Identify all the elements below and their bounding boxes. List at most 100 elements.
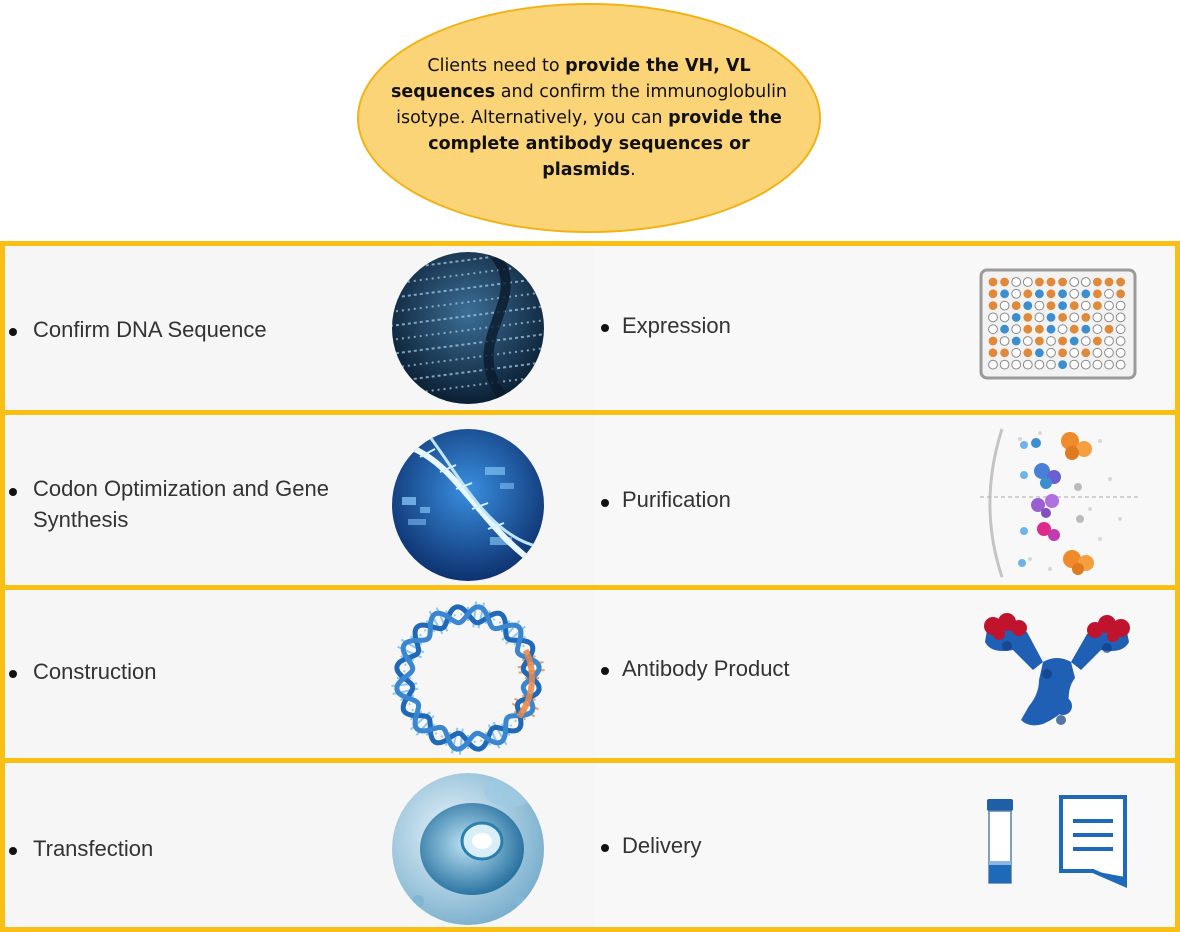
- callout-text: Clients need to provide the VH, VL seque…: [389, 53, 789, 183]
- plate-well: [1069, 324, 1079, 334]
- plate-well: [1069, 336, 1079, 346]
- plate-well: [1104, 288, 1114, 299]
- workflow-row-1: Confirm DNA Sequence: [0, 241, 1180, 415]
- cell-transfection-icon: [392, 773, 544, 925]
- plate-well: [1046, 324, 1056, 334]
- step-delivery: Delivery: [622, 833, 702, 858]
- plate-well: [1034, 312, 1045, 323]
- plate-well: [1023, 301, 1033, 310]
- plasmid-base-pair: [492, 618, 496, 621]
- plate-well: [988, 289, 998, 299]
- plate-well: [1080, 300, 1091, 311]
- plate-well: [1011, 277, 1022, 287]
- workflow-row-3: Construction Antibody Product: [0, 585, 1180, 763]
- plate-well: [1115, 312, 1126, 323]
- plasmid-ring-icon: [391, 601, 545, 755]
- step-confirm-dna-sequence: Confirm DNA Sequence: [33, 317, 267, 342]
- plate-well: [1011, 313, 1021, 322]
- plate-well: [1115, 347, 1126, 358]
- plate-well: [988, 348, 998, 358]
- plasmid-base-pair: [498, 621, 502, 624]
- plate-well: [1116, 289, 1125, 299]
- plate-well: [1058, 277, 1067, 287]
- plate-well: [1080, 359, 1091, 370]
- step-transfection: Transfection: [33, 836, 154, 861]
- plasmid-base-pair: [408, 702, 411, 706]
- plate-well: [1011, 359, 1022, 370]
- bullet: [601, 667, 609, 675]
- plate-well: [1023, 324, 1033, 334]
- plate-well: [1115, 324, 1126, 335]
- plate-well: [1104, 277, 1114, 287]
- plate-well: [1035, 324, 1044, 334]
- plate-well: [1057, 324, 1068, 335]
- plate-well: [1069, 301, 1079, 310]
- plasmid-base-pair: [509, 724, 513, 727]
- plate-well: [1035, 348, 1044, 358]
- plate-well: [1081, 289, 1091, 299]
- plate-well: [1000, 289, 1009, 299]
- plate-well: [1104, 347, 1114, 358]
- step-antibody-product: Antibody Product: [622, 656, 790, 681]
- right-panel: [595, 590, 1175, 758]
- plate-well: [999, 359, 1010, 370]
- plate-well: [1023, 289, 1033, 299]
- plate-well: [1023, 313, 1033, 322]
- plate-well: [1046, 359, 1056, 370]
- plate-well: [1058, 360, 1067, 369]
- plate-well: [1081, 313, 1091, 322]
- plate-well: [1115, 300, 1126, 311]
- plate-well: [1022, 336, 1033, 346]
- plate-well: [1116, 277, 1125, 287]
- plate-well: [1104, 336, 1114, 346]
- plate-well: [988, 359, 998, 370]
- plate-well: [1000, 277, 1009, 287]
- plate-well: [1069, 347, 1080, 358]
- plate-well: [1035, 277, 1044, 287]
- plate-well: [1092, 359, 1103, 370]
- plate-well: [1034, 359, 1045, 370]
- plate-well: [988, 336, 998, 346]
- plate-well: [1069, 277, 1080, 287]
- plate-well: [1000, 324, 1009, 334]
- callout-bold-vh-vl: provide the VH, VL sequences: [390, 56, 751, 102]
- callout-text-part: and confirm the immunoglobulin isotype. …: [396, 82, 788, 128]
- plate-well: [1022, 277, 1033, 287]
- plate-well: [999, 336, 1010, 346]
- plate-well: [1011, 301, 1021, 310]
- plate-well: [1104, 359, 1114, 370]
- bullet: [9, 847, 17, 855]
- step-construction: Construction: [33, 659, 157, 684]
- step-expression: Expression: [622, 313, 731, 338]
- plate-well: [1046, 277, 1056, 287]
- plate-well: [1093, 277, 1102, 287]
- step-codon-optimization-line2: Synthesis: [33, 507, 129, 532]
- vial-and-document-icon: [987, 795, 1127, 889]
- plate-well: [1092, 312, 1103, 323]
- plate-well: [1058, 313, 1067, 322]
- plate-well: [1011, 288, 1022, 299]
- plate-well: [1046, 301, 1056, 310]
- workflow-row-4: Transfection: [0, 758, 1180, 932]
- plate-well: [1081, 348, 1091, 358]
- plate-well: [1023, 348, 1033, 358]
- plate-well: [1115, 336, 1126, 346]
- callout-text-part: Clients need to: [427, 56, 566, 76]
- callout-text-part: .: [630, 160, 636, 180]
- bullet: [601, 499, 609, 507]
- plate-well: [1115, 359, 1126, 370]
- plate-well: [1046, 336, 1056, 346]
- workflow-row-2: Codon Optimization and Gene Synthesis: [0, 410, 1180, 590]
- plate-well: [1046, 313, 1056, 322]
- plate-well: [1034, 300, 1045, 311]
- plasmid-strand: [394, 604, 542, 752]
- plate-well: [999, 312, 1010, 323]
- requirements-callout: Clients need to provide the VH, VL seque…: [357, 3, 821, 233]
- plate-well: [1092, 324, 1103, 335]
- plate-well: [1093, 336, 1102, 346]
- plate-well: [1081, 324, 1091, 334]
- plate-well: [988, 277, 998, 287]
- plate-well: [1069, 359, 1080, 370]
- plate-well: [1011, 347, 1022, 358]
- plate-well: [1022, 359, 1033, 370]
